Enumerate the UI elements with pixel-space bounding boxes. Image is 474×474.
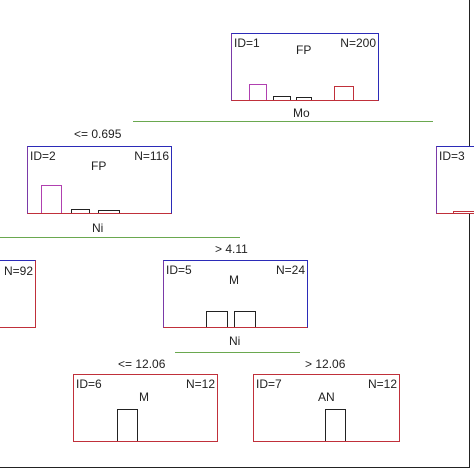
node-6-bar — [117, 409, 138, 441]
node-1-class: FP — [296, 43, 312, 57]
split-line-ni-1 — [0, 237, 240, 238]
split-line-ni-2 — [175, 352, 300, 353]
node-1-bar-2 — [273, 96, 291, 100]
tree-node-1: ID=1 FP N=200 — [231, 33, 379, 101]
node-5-bar-2 — [234, 311, 256, 327]
split-line-mo — [133, 121, 433, 122]
edge-label-ni-2-right: > 12.06 — [305, 357, 346, 371]
split-label-ni-2: Ni — [227, 334, 243, 348]
node-2-id: ID=2 — [30, 149, 56, 163]
node-6-id: ID=6 — [76, 377, 102, 391]
edge-label-ni-1-right: > 4.11 — [215, 242, 248, 256]
edge-label-mo-left: <= 0.695 — [74, 127, 122, 141]
node-4-count: N=92 — [3, 264, 33, 278]
tree-node-5: ID=5 M N=24 — [163, 260, 308, 328]
diagram-frame — [0, 0, 470, 468]
node-1-bar-3 — [296, 97, 312, 100]
tree-node-7: ID=7 AN N=12 — [253, 374, 400, 442]
node-5-class: M — [229, 273, 239, 287]
node-1-bar-fp — [249, 84, 267, 100]
node-6-count: N=12 — [185, 377, 215, 391]
split-label-mo: Mo — [291, 106, 312, 120]
node-1-bar-4 — [334, 86, 354, 100]
node-7-count: N=12 — [367, 377, 397, 391]
tree-node-4: N=92 — [0, 260, 36, 328]
node-6-class: M — [139, 390, 149, 404]
node-2-class: FP — [91, 159, 107, 173]
tree-node-3: ID=3 — [436, 146, 474, 214]
node-7-class: AN — [318, 390, 335, 404]
node-5-count: N=24 — [275, 263, 305, 277]
node-7-bar — [325, 409, 346, 441]
node-2-bar-fp — [41, 185, 62, 213]
node-2-bar-3 — [98, 210, 120, 213]
split-label-ni-1: Ni — [90, 221, 106, 235]
node-3-id: ID=3 — [439, 149, 465, 163]
node-1-count: N=200 — [340, 36, 376, 50]
node-7-id: ID=7 — [256, 377, 282, 391]
node-3-bar — [453, 211, 474, 213]
tree-node-6: ID=6 M N=12 — [73, 374, 218, 442]
node-5-id: ID=5 — [166, 263, 192, 277]
tree-node-2: ID=2 FP N=116 — [27, 146, 172, 214]
node-2-bar-2 — [71, 209, 90, 213]
edge-label-ni-2-left: <= 12.06 — [118, 357, 166, 371]
node-2-count: N=116 — [134, 149, 169, 163]
node-1-id: ID=1 — [234, 36, 260, 50]
node-5-bar-1 — [206, 311, 228, 327]
